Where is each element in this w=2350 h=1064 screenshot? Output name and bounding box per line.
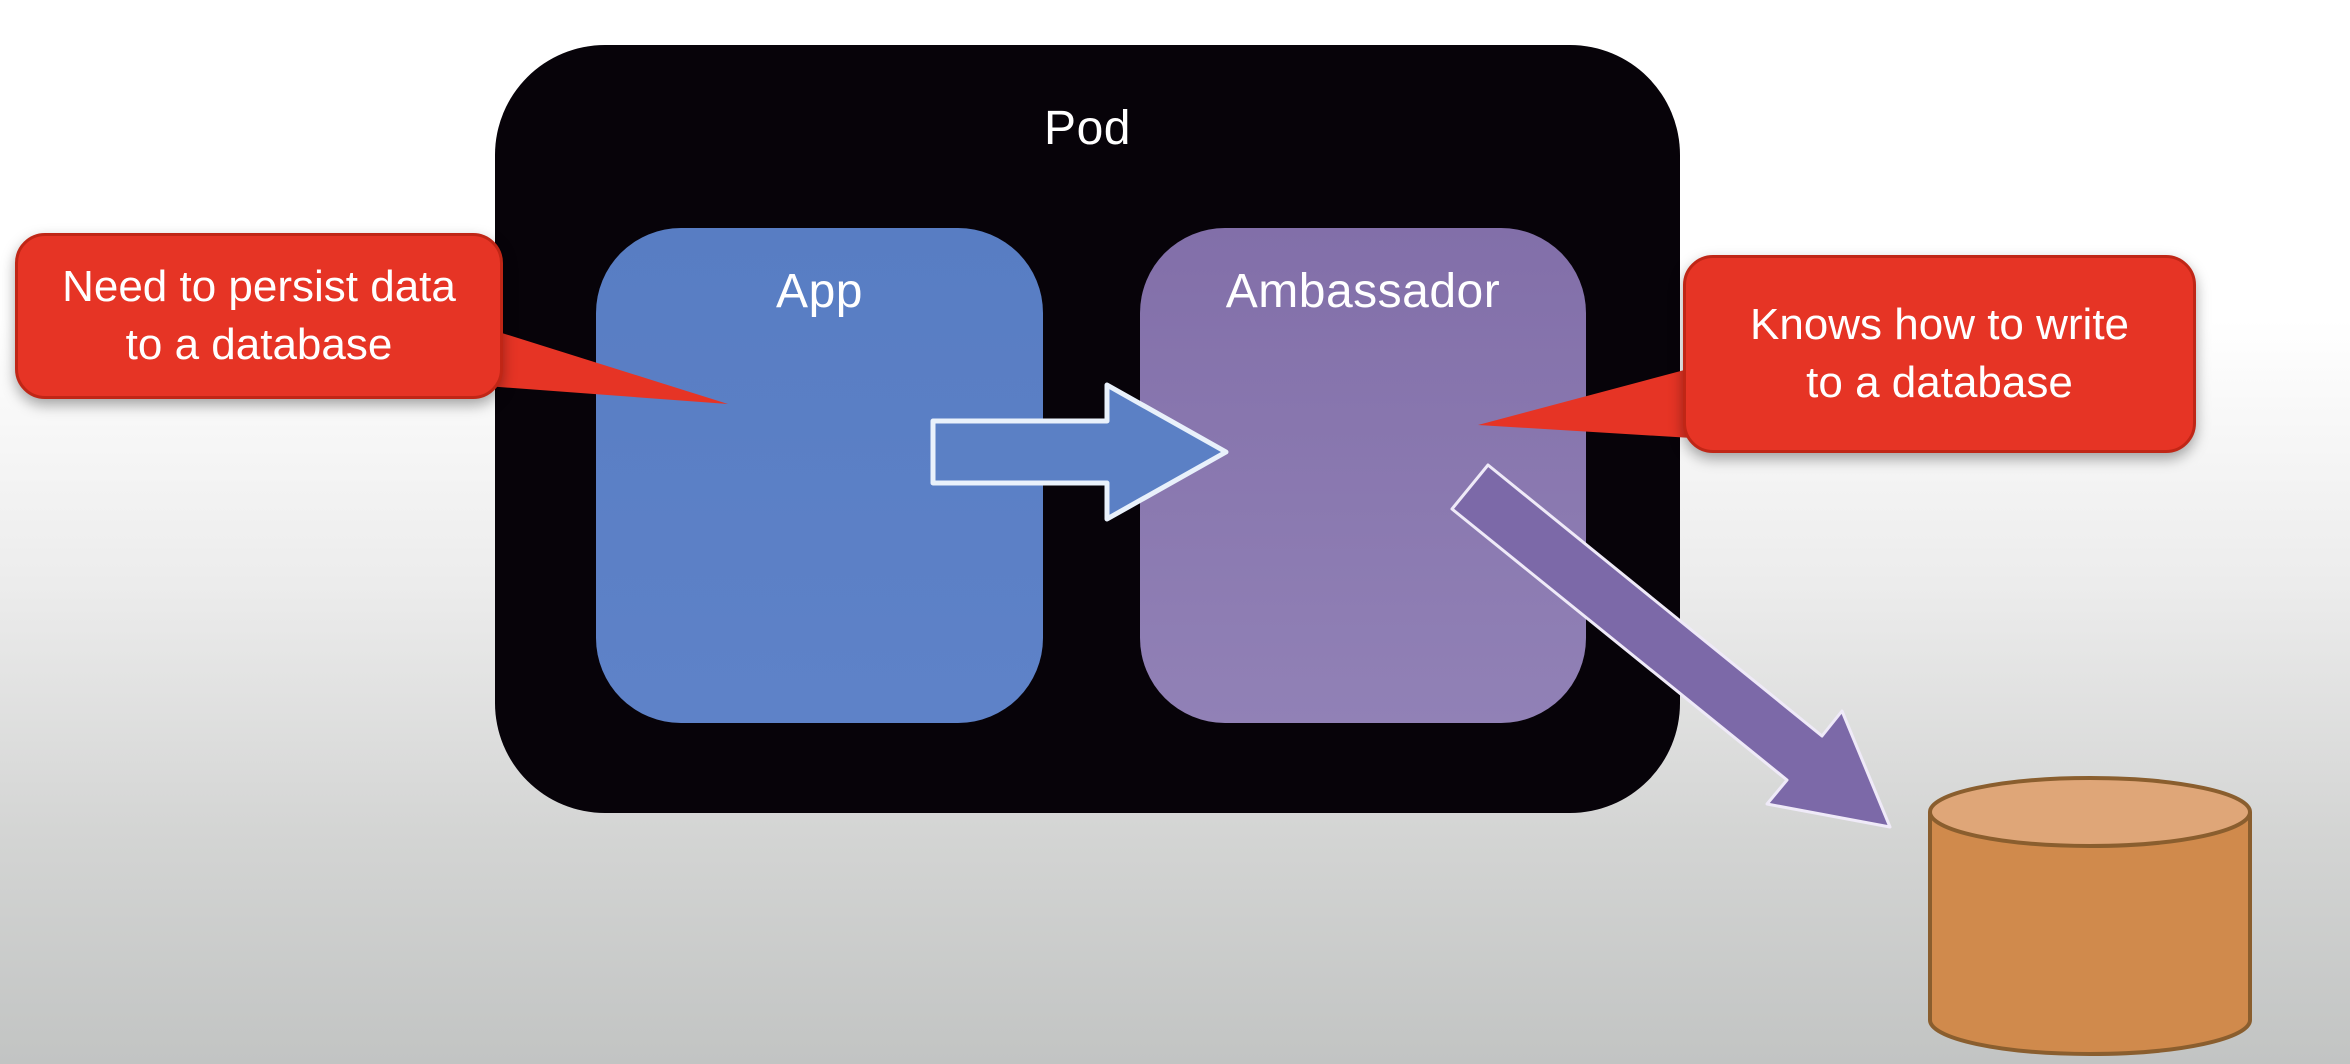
- app-to-ambassador-arrow-icon: [930, 382, 1229, 522]
- left-callout-tail-icon: [486, 328, 728, 404]
- pod-label: Pod: [1044, 102, 1131, 155]
- callout-right-line-2: to a database: [1806, 358, 2073, 407]
- callout-knows-how-to-write: Knows how to write to a database: [1683, 255, 2196, 453]
- callout-need-to-persist: Need to persist data to a database: [15, 233, 503, 399]
- ambassador-to-database-arrow-icon: [1450, 463, 1892, 829]
- right-callout-tail-icon: [1478, 368, 1692, 438]
- database-cylinder-body: [1928, 812, 2252, 1056]
- app-label: App: [776, 265, 863, 318]
- callout-left-line-1: Need to persist data: [62, 262, 456, 311]
- database-cylinder-icon: [1928, 776, 2252, 1056]
- callout-right-line-1: Knows how to write: [1749, 300, 2130, 349]
- ambassador-label: Ambassador: [1225, 265, 1501, 318]
- ambassador-box: Ambassador: [1140, 228, 1586, 723]
- callout-left-line-2: to a database: [125, 320, 393, 369]
- database-cylinder-top: [1928, 776, 2252, 848]
